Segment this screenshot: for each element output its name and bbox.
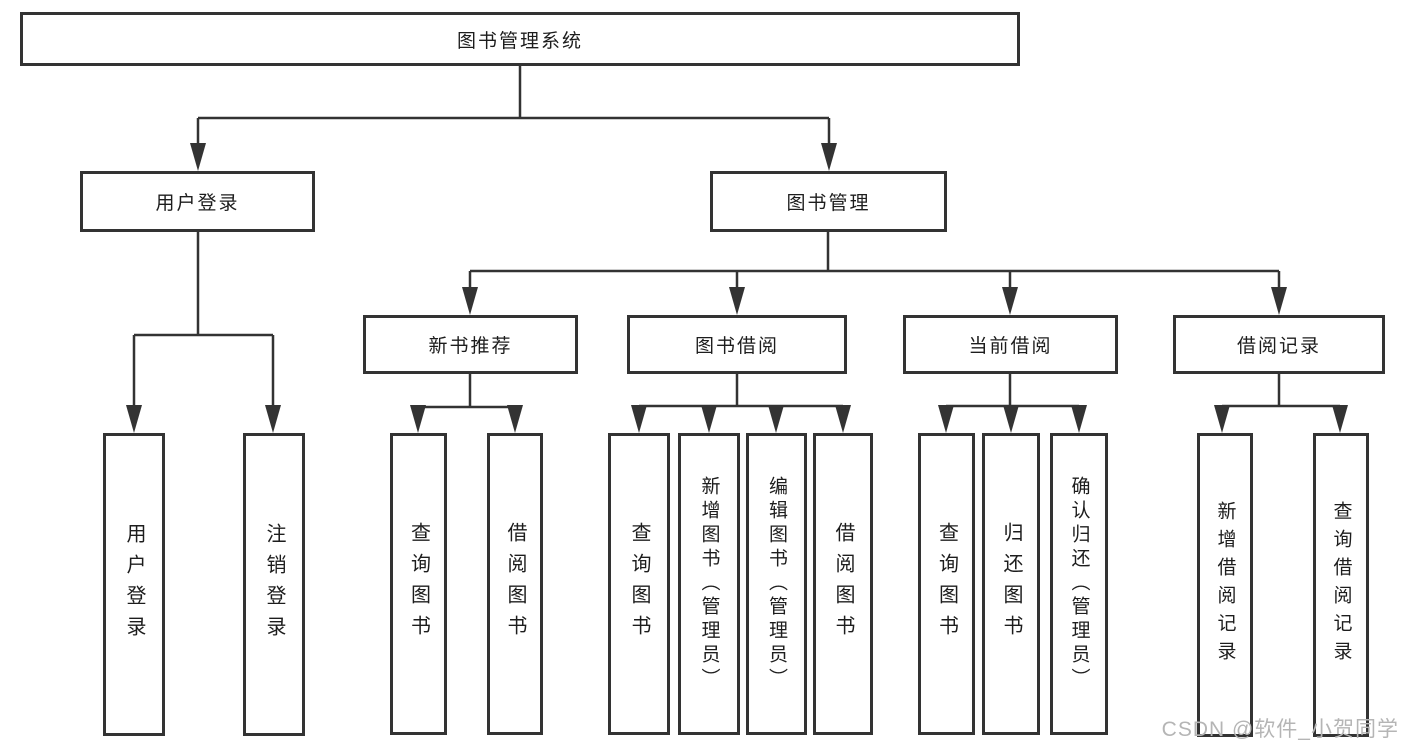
node-user-login: 用户登录 [80,171,315,232]
leaf-bb-add-books-admin-label: 新增图书（管理员） [698,476,720,692]
leaf-br-add-record: 新增借阅记录 [1197,433,1253,737]
node-book-borrow-label: 图书借阅 [694,336,779,357]
node-user-login-label: 用户登录 [155,193,240,214]
leaf-bb-edit-books-admin: 编辑图书（管理员） [746,433,807,735]
leaf-cb-confirm-return-admin: 确认归还（管理员） [1050,433,1108,735]
leaf-bb-borrow-books: 借阅图书 [813,433,873,735]
leaf-nbr-query-books: 查询图书 [390,433,447,735]
leaf-bb-query-books: 查询图书 [608,433,670,735]
node-current-borrow-label: 当前借阅 [968,336,1053,357]
node-new-book-recommend: 新书推荐 [363,315,578,374]
node-book-management: 图书管理 [710,171,947,232]
leaf-nbr-borrow-books: 借阅图书 [487,433,543,735]
leaf-cb-return-books-label: 归还图书 [1000,522,1022,646]
leaf-bb-query-books-label: 查询图书 [628,522,650,646]
node-current-borrow: 当前借阅 [903,315,1118,374]
leaf-cb-confirm-return-admin-label: 确认归还（管理员） [1068,476,1090,692]
node-root-label: 图书管理系统 [456,30,583,52]
leaf-user-login: 用户登录 [103,433,165,736]
leaf-cb-query-books: 查询图书 [918,433,975,735]
leaf-user-login-label: 用户登录 [123,522,145,647]
leaf-logout-label: 注销登录 [263,522,285,647]
leaf-br-query-record-label: 查询借阅记录 [1330,501,1352,669]
leaf-cb-return-books: 归还图书 [982,433,1040,735]
leaf-bb-edit-books-admin-label: 编辑图书（管理员） [766,476,787,692]
leaf-bb-add-books-admin: 新增图书（管理员） [678,433,740,735]
leaf-bb-borrow-books-label: 借阅图书 [832,522,854,646]
node-borrow-records-label: 借阅记录 [1236,336,1321,357]
leaf-nbr-query-books-label: 查询图书 [407,522,430,646]
node-book-management-label: 图书管理 [786,193,871,214]
node-borrow-records: 借阅记录 [1173,315,1385,374]
node-new-book-recommend-label: 新书推荐 [428,336,513,357]
node-book-borrow: 图书借阅 [627,315,847,374]
leaf-nbr-borrow-books-label: 借阅图书 [504,522,526,646]
leaf-cb-query-books-label: 查询图书 [935,522,958,646]
leaf-br-add-record-label: 新增借阅记录 [1214,501,1236,669]
leaf-br-query-record: 查询借阅记录 [1313,433,1369,737]
csdn-watermark: CSDN @软件_小贺同学 [1161,718,1399,741]
leaf-logout: 注销登录 [243,433,305,736]
node-root: 图书管理系统 [20,12,1020,66]
